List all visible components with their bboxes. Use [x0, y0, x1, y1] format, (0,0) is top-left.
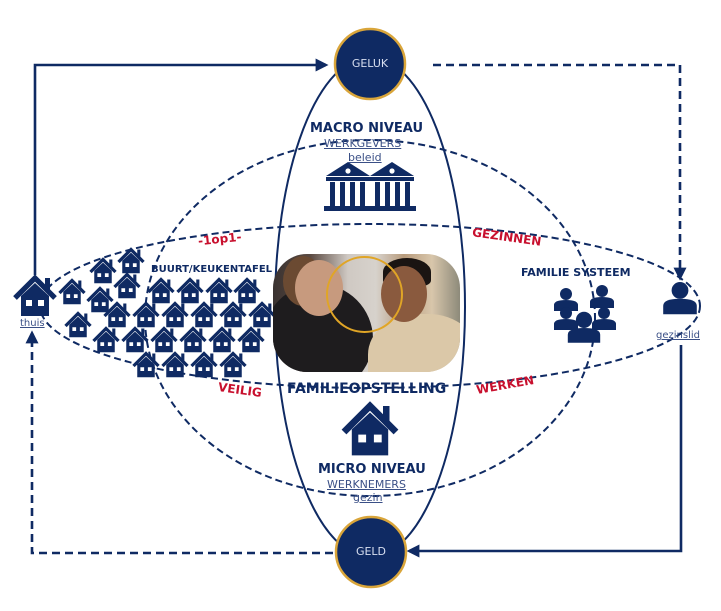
thuis-link[interactable]: thuis — [20, 318, 45, 329]
connector-geluk-to-gezinslid — [433, 63, 687, 281]
neighborhood-house-icon — [146, 277, 176, 305]
neighborhood-house-icon — [175, 277, 205, 305]
connector-thuis-to-geluk — [33, 58, 329, 275]
neighborhood-house-icon — [218, 351, 248, 379]
neighborhood-house-icon — [91, 326, 121, 354]
neighborhood-house-icon — [85, 286, 115, 314]
neighborhood-house-icon — [160, 301, 190, 329]
neighborhood-house-icon — [247, 301, 277, 329]
micro-subtitle-link[interactable]: WERKNEMERS — [327, 478, 406, 491]
neighborhood-house-icon — [204, 277, 234, 305]
gezinslid-link[interactable]: gezinslid — [656, 330, 700, 341]
macro-sub2-link[interactable]: beleid — [348, 151, 382, 164]
gold-ring-overlay — [326, 256, 403, 333]
neighborhood-house-icon — [232, 277, 262, 305]
neighborhood-house-icon — [131, 351, 161, 379]
macro-subtitle-link[interactable]: WERKGEVERS — [324, 137, 402, 150]
neighborhood-house-icon — [120, 326, 150, 354]
ellipse-macro-micro-wide — [144, 139, 596, 497]
neighborhood-house-icon — [218, 301, 248, 329]
neighborhood-label: BUURT/KEUKENTAFEL — [151, 264, 273, 275]
geluk-node[interactable] — [333, 27, 407, 101]
thuis-house-icon[interactable] — [15, 278, 55, 316]
micro-title: MICRO NIVEAU — [318, 462, 426, 477]
neighborhood-house-icon — [131, 301, 161, 329]
neighborhood-house-icon — [149, 326, 179, 354]
micro-house-icon — [344, 406, 396, 455]
neighborhood-house-icon — [189, 301, 219, 329]
macro-title: MACRO NIVEAU — [310, 121, 424, 136]
connector-geld-to-thuis — [25, 330, 333, 555]
two-women-embracing-photo — [273, 254, 460, 372]
neighborhood-house-icon — [116, 247, 146, 275]
family-system-label: FAMILIE SYSTEEM — [521, 266, 631, 279]
connector-gezinslid-to-geld — [406, 345, 683, 558]
neighborhood-house-icon — [178, 326, 208, 354]
neighborhood-house-icon — [88, 257, 118, 285]
geld-label: GELD — [355, 545, 387, 558]
neighborhood-house-icon — [57, 278, 87, 306]
neighborhood-house-icon — [189, 351, 219, 379]
micro-sub2-link[interactable]: gezin — [353, 491, 383, 504]
neighborhood-house-icon — [236, 326, 266, 354]
geluk-label: GELUK — [351, 57, 389, 70]
center-title: FAMILIEOPSTELLING — [287, 381, 447, 397]
geld-node[interactable] — [334, 515, 408, 589]
neighborhood-house-icon — [207, 326, 237, 354]
neighborhood-house-icon — [160, 351, 190, 379]
neighborhood-house-icon — [63, 311, 93, 339]
family-group-icon — [554, 285, 616, 343]
institution-building-icon — [324, 162, 416, 211]
neighborhood-house-icon — [112, 272, 142, 300]
